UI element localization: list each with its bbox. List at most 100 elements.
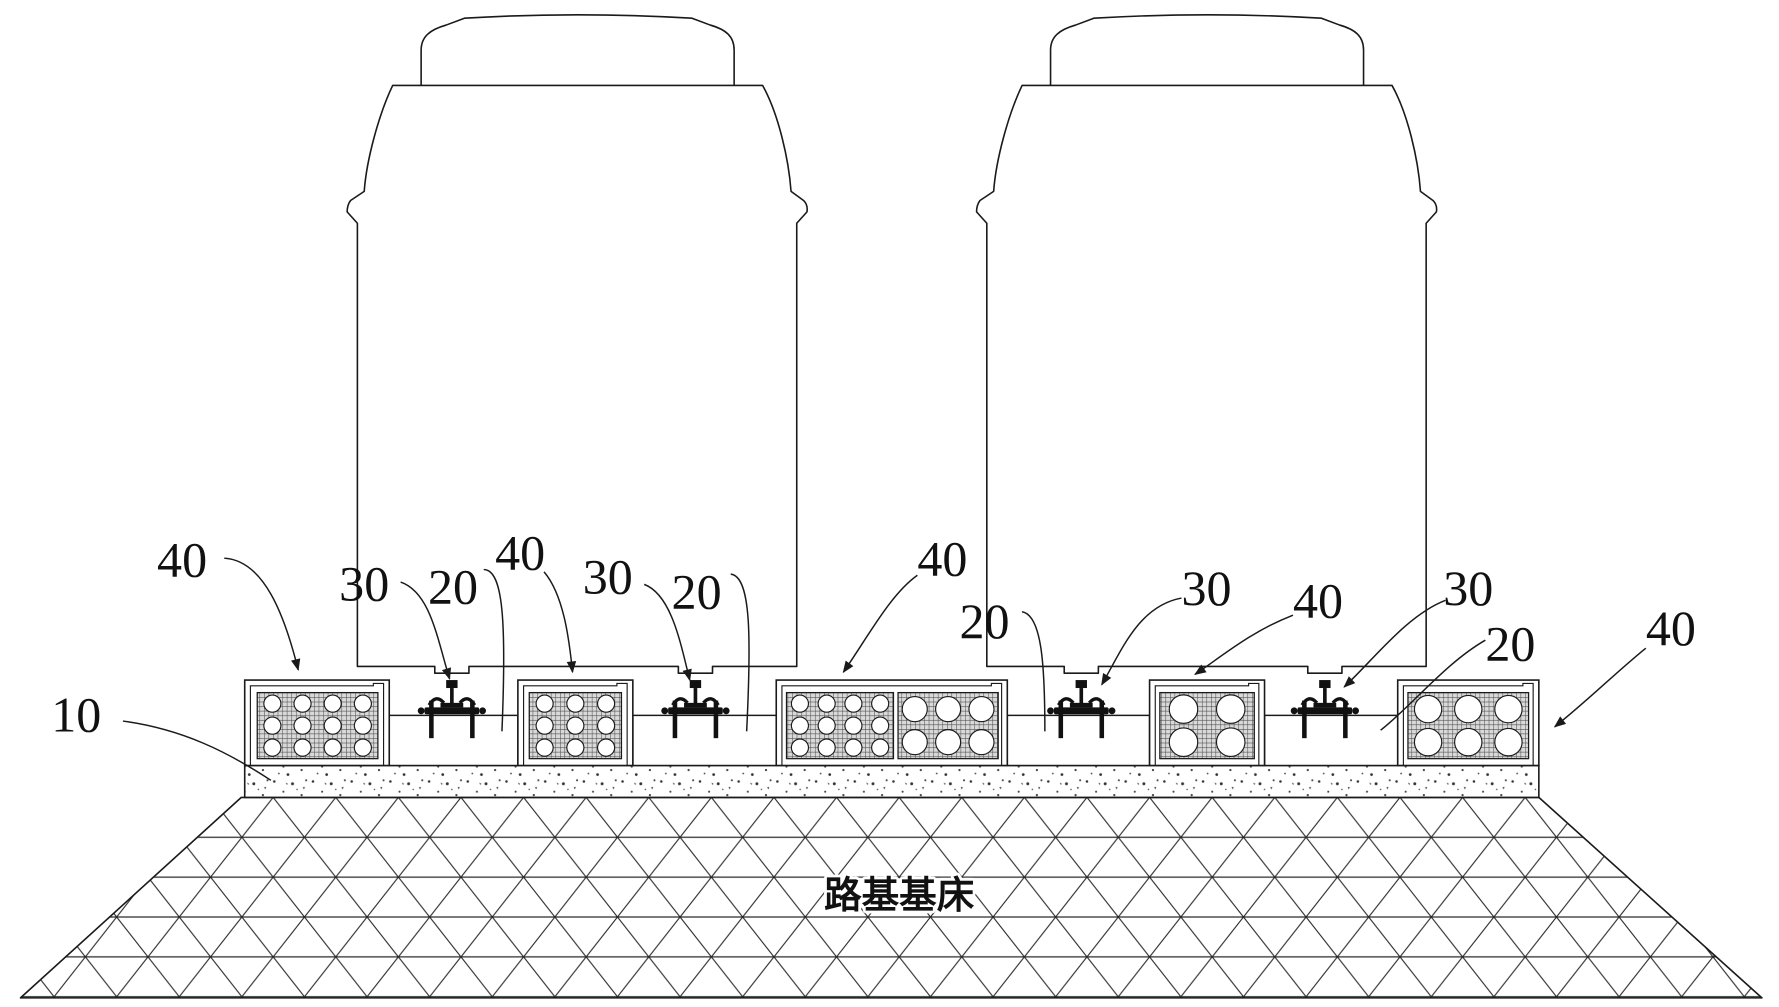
callout-label: 40 xyxy=(917,530,967,586)
track-bed xyxy=(1006,714,1151,767)
leader-30-fastener-2 xyxy=(643,583,692,682)
cable-circle xyxy=(535,738,554,757)
cable-circle xyxy=(935,729,962,756)
callout-label: 10 xyxy=(51,686,101,742)
cable-circle xyxy=(901,729,928,756)
callout-label: 20 xyxy=(1485,616,1535,672)
cable-circle xyxy=(1494,727,1523,757)
cable-circle xyxy=(1413,727,1443,757)
cable-troughs xyxy=(243,679,1540,767)
leader-40-trough-5 xyxy=(1553,647,1647,728)
cable-circle xyxy=(871,716,890,735)
cable-circle xyxy=(817,738,836,757)
track-bed xyxy=(388,714,519,767)
cable-circle xyxy=(535,716,554,735)
subgrade-label: 路基基床 xyxy=(824,873,975,917)
cable-circle xyxy=(535,694,554,713)
track-bed xyxy=(1263,714,1399,767)
cable-trough xyxy=(1148,679,1266,767)
cable-circle xyxy=(596,716,616,735)
train-left xyxy=(346,14,808,675)
leader-20-bed-1 xyxy=(483,568,505,732)
train-body xyxy=(346,84,808,675)
cable-circle xyxy=(790,694,810,713)
leader-40-trough-4 xyxy=(1194,614,1294,676)
cable-trough-inner-wall xyxy=(1154,682,1260,766)
callout-label: 40 xyxy=(1646,600,1696,656)
cable-circle xyxy=(1454,694,1483,724)
leader-30-fastener-3 xyxy=(1101,597,1182,686)
cable-circle xyxy=(293,716,312,735)
cable-circle xyxy=(1494,694,1523,724)
cable-circle xyxy=(1168,727,1199,757)
cable-trough-inner-wall xyxy=(523,682,628,766)
callout-label: 40 xyxy=(157,531,207,587)
track-bed xyxy=(632,714,777,767)
callout-label: 20 xyxy=(428,559,478,615)
leader-10-base xyxy=(122,720,272,781)
leader-40-trough-3 xyxy=(842,574,918,674)
cable-circle xyxy=(596,738,616,757)
cable-circle xyxy=(790,716,810,735)
cable-circle xyxy=(293,694,312,713)
cable-circle xyxy=(263,738,282,757)
cable-circle xyxy=(566,738,585,757)
cable-circle xyxy=(323,694,342,713)
cable-circle xyxy=(323,738,342,757)
cable-trough-inner-wall xyxy=(781,682,1003,766)
leader-40-trough-2 xyxy=(543,571,577,674)
leader-20-bed-2 xyxy=(730,573,750,732)
subgrade-mesh-fill xyxy=(20,797,1762,998)
cable-circle xyxy=(790,738,810,757)
cable-circle xyxy=(1454,727,1483,757)
callout-label: 30 xyxy=(583,548,633,604)
cable-circle xyxy=(566,694,585,713)
cable-trough xyxy=(243,679,391,767)
cable-circle xyxy=(353,694,372,713)
cable-circle xyxy=(844,716,863,735)
callout-label: 40 xyxy=(495,525,545,581)
base-layer xyxy=(243,764,1540,799)
callout-label: 30 xyxy=(339,555,389,611)
cable-trough xyxy=(517,679,634,767)
subgrade-bed: 路基基床 xyxy=(19,796,1763,999)
cable-trough xyxy=(775,679,1009,767)
cable-circle xyxy=(353,738,372,757)
cable-circle xyxy=(817,716,836,735)
callout-label: 30 xyxy=(1443,560,1493,616)
cable-circle xyxy=(844,694,863,713)
train-roof-cap xyxy=(420,14,735,86)
cable-circle xyxy=(1215,727,1246,757)
cable-trough-inner-wall xyxy=(249,682,385,766)
cable-trough xyxy=(1396,679,1540,767)
callout-label: 30 xyxy=(1181,560,1231,616)
callout-labels: 40 30 20 40 30 20 40 20 30 40 30 20 40 1… xyxy=(51,525,1696,743)
cable-circle xyxy=(263,694,282,713)
cable-circle xyxy=(263,716,282,735)
leader-30-fastener-4 xyxy=(1343,599,1446,688)
train-right xyxy=(975,14,1438,675)
train-roof-cap xyxy=(1049,14,1365,86)
cable-circle xyxy=(323,716,342,735)
cable-circle xyxy=(844,738,863,757)
cable-circle xyxy=(566,716,585,735)
cable-circle xyxy=(871,694,890,713)
callout-label: 20 xyxy=(959,593,1009,649)
leader-20-bed-3 xyxy=(1021,610,1046,732)
leader-20-bed-4 xyxy=(1380,639,1486,731)
cable-circle xyxy=(353,716,372,735)
cable-trough-inner-wall xyxy=(1402,682,1534,766)
cable-circle xyxy=(293,738,312,757)
cable-circle xyxy=(871,738,890,757)
callout-label: 20 xyxy=(672,563,722,619)
cable-circle xyxy=(968,696,995,723)
callout-label: 40 xyxy=(1293,572,1343,628)
leader-30-fastener-1 xyxy=(400,581,452,681)
cable-circle xyxy=(901,696,928,723)
cable-circle xyxy=(817,694,836,713)
cable-circle xyxy=(968,729,995,756)
cable-circle xyxy=(935,696,962,723)
cable-circle xyxy=(1413,694,1443,724)
cable-circle xyxy=(596,694,616,713)
